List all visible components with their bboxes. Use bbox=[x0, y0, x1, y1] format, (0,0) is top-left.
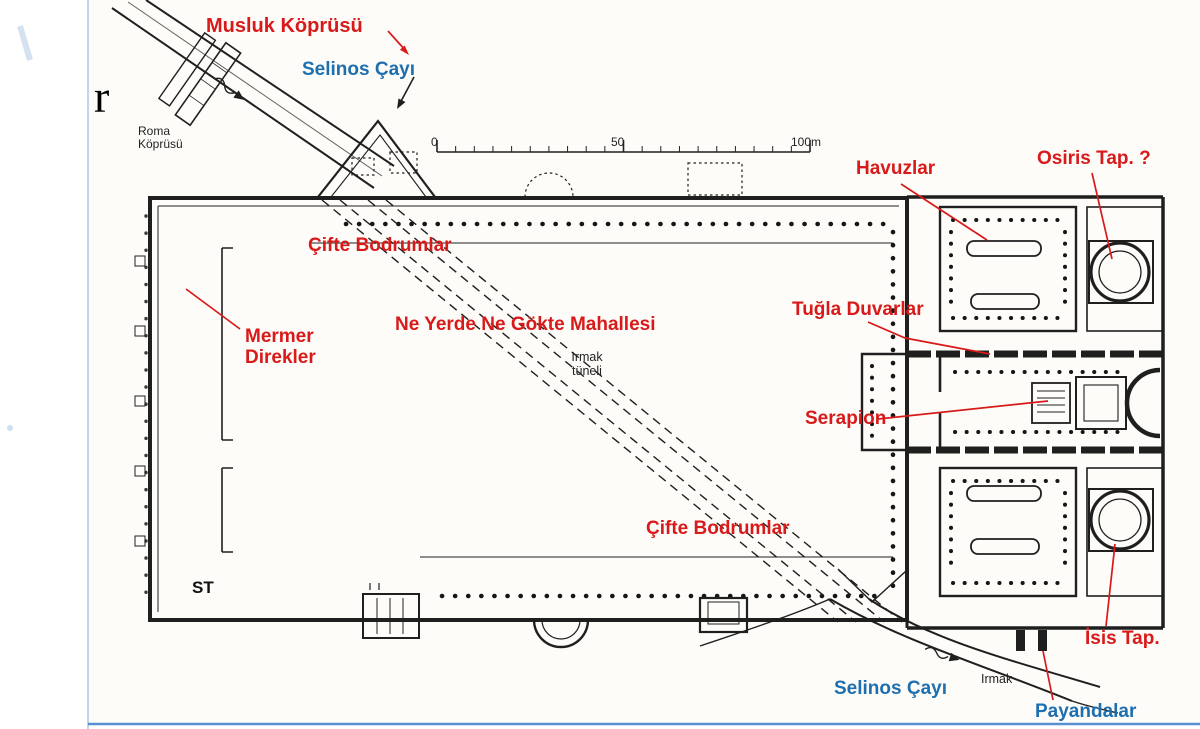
buttresses bbox=[1016, 630, 1047, 651]
label-osiris-tap: Osiris Tap. ? bbox=[1037, 148, 1151, 169]
text-fragment-r: r bbox=[94, 71, 110, 122]
text-fragment-st: ST bbox=[192, 578, 214, 597]
label-serapion: Serapion bbox=[805, 408, 887, 429]
label-selinos-cayi-north: Selinos Çayı bbox=[302, 59, 415, 80]
label-havuzlar: Havuzlar bbox=[856, 158, 936, 179]
label-cifte-bodrumlar-south: Çifte Bodrumlar bbox=[646, 518, 790, 539]
label-selinos-cayi-south: Selinos Çayı bbox=[834, 678, 947, 699]
scan-artifacts bbox=[7, 0, 1200, 729]
south-wall-structures bbox=[362, 583, 749, 649]
label-tugla-duvarlar: Tuğla Duvarlar bbox=[792, 299, 924, 320]
isis-rotunda bbox=[1086, 467, 1164, 597]
label-cifte-bodrumlar-north: Çifte Bodrumlar bbox=[308, 235, 452, 256]
temple-forecourt bbox=[860, 352, 907, 452]
north-pool-court bbox=[938, 205, 1078, 333]
river-south bbox=[699, 568, 1119, 714]
marble-colonnade-marks bbox=[221, 247, 233, 553]
label-musluk-koprusu: Musluk Köprüsü bbox=[206, 15, 363, 37]
serapion-temple bbox=[907, 350, 1163, 454]
scale-label-start: 0 bbox=[431, 135, 438, 149]
north-wall-features bbox=[524, 162, 743, 198]
north-direction-arrow bbox=[397, 76, 415, 109]
scale-bar bbox=[436, 140, 811, 153]
label-irmak: Irmak bbox=[981, 672, 1013, 686]
label-irmak-tuneli: Irmak tüneli bbox=[571, 350, 603, 378]
annotation-leader-lines bbox=[185, 30, 1116, 701]
flow-arrow-south bbox=[924, 646, 960, 662]
musluk-bridge bbox=[157, 31, 242, 127]
label-mermer-direkler: Mermer Direkler bbox=[245, 326, 316, 369]
scale-label-end: 100m bbox=[791, 135, 822, 149]
river-tunnel-dashed-lines bbox=[321, 199, 903, 623]
label-payandalar: Payandalar bbox=[1035, 701, 1137, 722]
osiris-rotunda bbox=[1086, 206, 1164, 332]
paper-background bbox=[88, 0, 1200, 724]
cryptoporticus-lines bbox=[310, 242, 893, 558]
south-pool-court bbox=[938, 466, 1078, 598]
flow-arrow-north bbox=[214, 77, 245, 100]
scale-label-middle: 50 bbox=[611, 135, 625, 149]
label-ne-yerde-ne-gokte: Ne Yerde Ne Gökte Mahallesi bbox=[395, 314, 656, 335]
tunnel-entry-structure bbox=[317, 119, 436, 198]
label-isis-tap: İsis Tap. bbox=[1085, 628, 1160, 649]
label-roma-koprusu: Roma Köprüsü bbox=[138, 124, 183, 152]
